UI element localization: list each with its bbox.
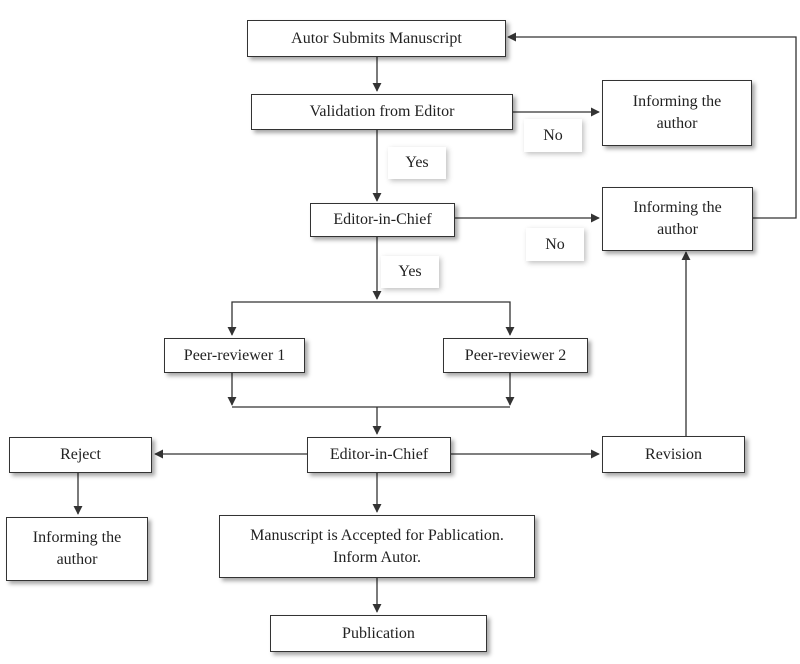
node-peer-reviewer-2-label: Peer-reviewer 2 [464, 346, 567, 364]
node-editor-chief-2-label: Editor-in-Chief [329, 446, 429, 463]
arrow-inform-2-to-submit [507, 32, 797, 219]
node-accepted-line-2: Inform Autor. [333, 548, 421, 566]
node-publication-label: Publication [342, 624, 415, 642]
node-validation-label: Validation from Editor [309, 103, 455, 120]
node-editor-in-chief-1: Editor-in-Chief [310, 203, 455, 237]
node-submit-manuscript: Autor Submits Manuscript [247, 20, 506, 57]
arrow-split-to-reviewer-1 [227, 301, 377, 336]
node-submit-label: Autor Submits Manuscript [291, 29, 462, 47]
node-reject: Reject [9, 437, 152, 473]
node-informing-author-1: Informing the author [602, 80, 752, 146]
node-peer-reviewer-1-label: Peer-reviewer 1 [183, 346, 286, 364]
node-inform-1-line-1: Informing the [632, 93, 722, 110]
node-informing-author-3: Informing the author [6, 517, 148, 581]
label-yes-editor-chief: Yes [381, 256, 439, 288]
node-revision-label: Revision [645, 445, 702, 463]
node-editor-in-chief-2: Editor-in-Chief [307, 437, 451, 473]
label-no-validation: No [524, 119, 582, 152]
node-editor-chief-1-label: Editor-in-Chief [333, 211, 432, 228]
node-manuscript-accepted: Manuscript is Accepted for Pablication. … [219, 515, 535, 578]
node-accepted-line-1: Manuscript is Accepted for Pablication. [250, 526, 504, 544]
node-revision: Revision [602, 436, 745, 473]
label-no-editor-chief: No [526, 228, 584, 261]
node-publication: Publication [270, 615, 487, 652]
label-yes-validation: Yes [388, 147, 446, 179]
node-validation-from-editor: Validation from Editor [251, 94, 513, 130]
node-inform-3-line-1: Informing the [32, 529, 122, 546]
node-inform-2-line-2: author [657, 221, 698, 238]
node-inform-2-line-1: Informing the [633, 199, 722, 216]
node-informing-author-2: Informing the author [602, 187, 753, 251]
node-inform-3-line-2: author [56, 551, 98, 568]
node-inform-1-line-2: author [656, 115, 698, 132]
node-reject-label: Reject [60, 446, 101, 463]
arrow-split-to-reviewer-2 [377, 301, 515, 336]
node-peer-reviewer-2: Peer-reviewer 2 [443, 338, 588, 373]
node-peer-reviewer-1: Peer-reviewer 1 [164, 338, 305, 373]
